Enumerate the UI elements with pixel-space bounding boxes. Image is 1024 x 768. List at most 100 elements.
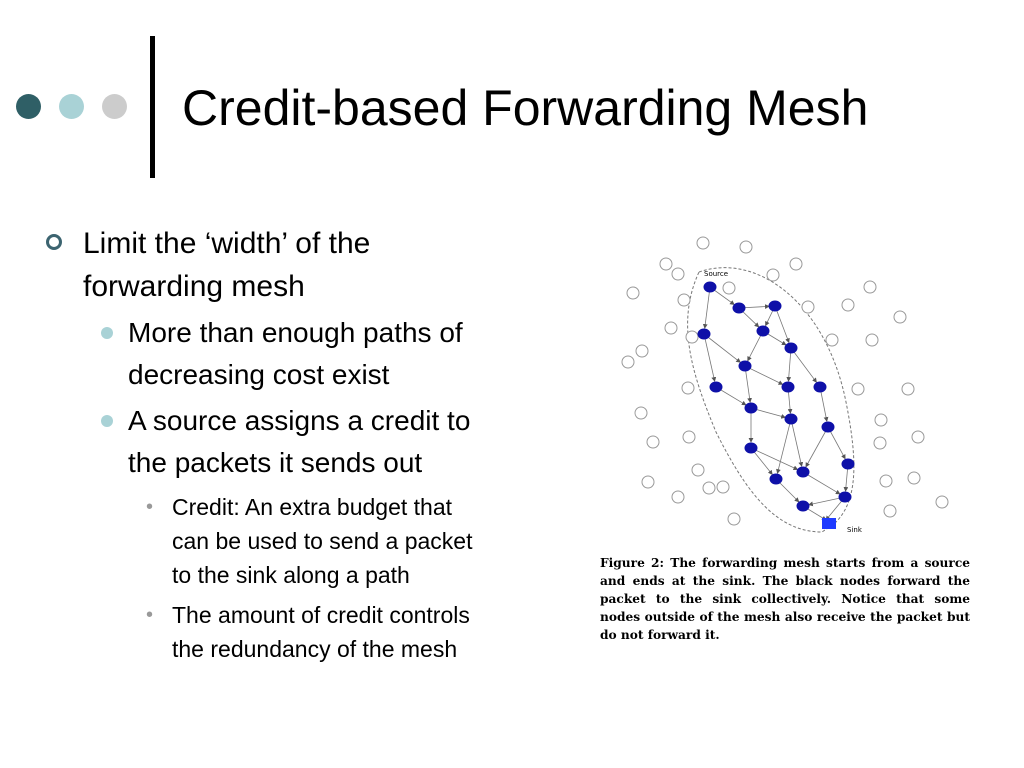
mesh-node [841,458,855,470]
bullet-line: to the sink along a path [172,562,410,588]
outer-node [841,298,855,312]
small-dot-bullet-icon: • [146,496,154,518]
outer-node [851,382,865,396]
small-dot-bullet-icon: • [146,604,154,626]
source-label: Source [704,270,728,278]
mesh-edge [774,305,790,344]
mesh-figure: Source Sink [621,236,949,534]
mesh-edge [786,347,792,382]
bullet-level2: More than enough paths of decreasing cos… [101,312,580,396]
outer-node [635,344,649,358]
bullet-line: the packets it sends out [128,447,423,478]
outer-node [671,267,685,281]
bullet-line: Credit: An extra budget that [172,494,453,520]
outer-node [664,321,678,335]
mesh-node [769,473,783,485]
dot-dark [16,94,41,119]
mesh-edge [744,365,752,403]
outer-node [911,430,925,444]
mesh-node [756,325,770,337]
bullet-line: A source assigns a credit to [128,405,471,436]
sink-node [822,518,836,529]
outer-node [825,333,839,347]
outer-node [907,471,921,485]
mesh-node [796,466,810,478]
outer-node [681,381,695,395]
mesh-node [709,381,723,393]
outer-node [677,293,691,307]
mesh-edge [776,418,792,474]
outer-node [671,490,685,504]
outer-node [789,257,803,271]
mesh-node [784,413,798,425]
mesh-node [697,328,711,340]
mesh-node [821,421,835,433]
outer-node [696,236,710,250]
bullet-line: The amount of credit controls [172,602,470,628]
bullet-level1: Limit the ‘width’ of the forwarding mesh [46,222,580,308]
outer-node [626,286,640,300]
outer-node [739,240,753,254]
outer-node [685,330,699,344]
outer-node [879,474,893,488]
mesh-edge [790,347,817,383]
bullet-line: Limit the ‘width’ of the [83,227,371,260]
bullet-level3: • Credit: An extra budget that can be us… [146,490,580,592]
outer-node [634,406,648,420]
bullet-line: the redundancy of the mesh [172,636,458,662]
outer-node [691,463,705,477]
bullet-line: More than enough paths of [128,317,463,348]
mesh-edge [703,333,717,382]
outer-node [863,280,877,294]
outer-node [702,481,716,495]
outer-node [641,475,655,489]
mesh-edge [744,365,784,385]
mesh-edge [819,386,829,422]
bullet-list: Limit the ‘width’ of the forwarding mesh… [0,222,580,666]
outer-node [935,495,949,509]
mesh-nodes [697,281,855,512]
outer-node [874,413,888,427]
outer-node [727,512,741,526]
mesh-edge [790,418,804,467]
outer-node [865,333,879,347]
mesh-node [781,381,795,393]
mesh-edge [750,447,799,470]
decorative-dots [16,94,127,119]
mesh-edge [802,471,841,495]
title-divider [150,36,155,178]
bullet-level3: • The amount of credit controls the redu… [146,598,580,666]
dot-bullet-icon [101,415,113,427]
mesh-node [738,360,752,372]
mesh-node [813,381,827,393]
mesh-node [732,302,746,314]
outer-node [801,300,815,314]
outer-node [716,480,730,494]
dot-light [59,94,84,119]
ring-bullet-icon [46,234,62,250]
outer-node [659,257,673,271]
outer-node [901,382,915,396]
mesh-node [784,342,798,354]
dot-bullet-icon [101,327,113,339]
outer-node [893,310,907,324]
outer-node [722,281,736,295]
slide-title: Credit-based Forwarding Mesh [182,80,869,136]
mesh-edge [805,426,829,468]
mesh-node [796,500,810,512]
outer-node [682,430,696,444]
mesh-node [744,402,758,414]
outer-node [621,355,635,369]
mesh-edge [827,426,846,460]
mesh-node [703,281,717,293]
bullet-line: forwarding mesh [83,270,305,303]
outer-node [873,436,887,450]
bullet-level2: A source assigns a credit to the packets… [101,400,580,484]
outer-node [646,435,660,449]
mesh-node [838,491,852,503]
mesh-edge [703,333,741,363]
mesh-node [744,442,758,454]
mesh-edge [702,286,711,329]
caption-label: Figure 2: [600,556,665,570]
outer-node [766,268,780,282]
